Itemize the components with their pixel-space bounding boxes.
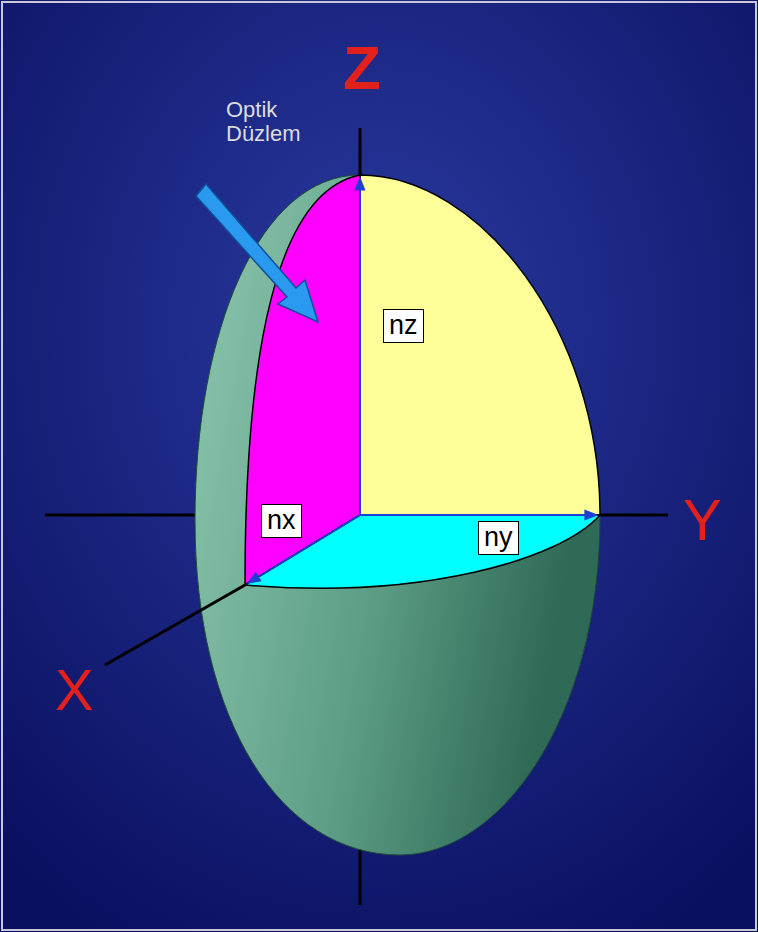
optical-plane — [245, 175, 360, 585]
ny-arrow — [360, 514, 597, 516]
x-axis — [105, 585, 245, 665]
nz-arrow — [359, 178, 361, 515]
ellipsoid — [195, 175, 600, 855]
y-axis — [45, 514, 200, 517]
callout-arrow — [196, 184, 318, 322]
index-label: nz — [389, 311, 418, 341]
y-axis — [598, 514, 668, 517]
index-box: nx — [261, 504, 302, 538]
index-box: ny — [478, 521, 519, 555]
z-axis — [359, 850, 362, 905]
yz-plane — [360, 175, 600, 515]
callout-label: Optik Düzlem — [226, 98, 318, 146]
z-axis — [359, 128, 362, 178]
index-label: ny — [484, 523, 513, 553]
index-box: nz — [383, 309, 424, 343]
axis-label: Z — [343, 34, 381, 102]
axis-label: X — [55, 658, 94, 722]
axis-label: Y — [683, 488, 722, 552]
index-label: nx — [267, 506, 296, 536]
